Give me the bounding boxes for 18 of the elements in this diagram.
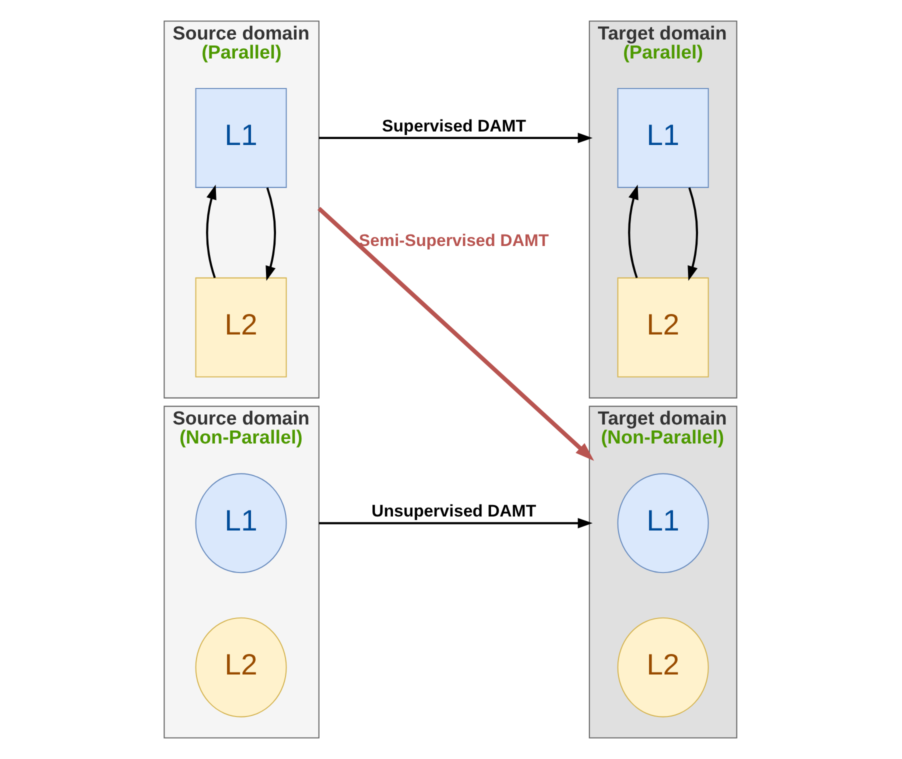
- node-box: L2: [617, 277, 709, 378]
- node-box: L1: [195, 88, 287, 188]
- edge-label: Supervised DAMT: [382, 116, 526, 136]
- arrow: [206, 184, 216, 278]
- arrow: [688, 187, 698, 281]
- node-circle: L2: [195, 617, 287, 718]
- arrow: [318, 132, 593, 144]
- arrow: [318, 518, 593, 528]
- arrow: [628, 184, 638, 278]
- node-box: L2: [195, 277, 287, 378]
- node-circle: L1: [195, 473, 287, 574]
- arrow: [318, 206, 594, 461]
- node-box: L1: [617, 88, 709, 188]
- node-circle: L1: [617, 473, 709, 574]
- arrow: [266, 187, 276, 281]
- edge-label: Unsupervised DAMT: [372, 502, 536, 521]
- edge-label: Semi-Supervised DAMT: [358, 231, 549, 250]
- node-circle: L2: [617, 617, 709, 718]
